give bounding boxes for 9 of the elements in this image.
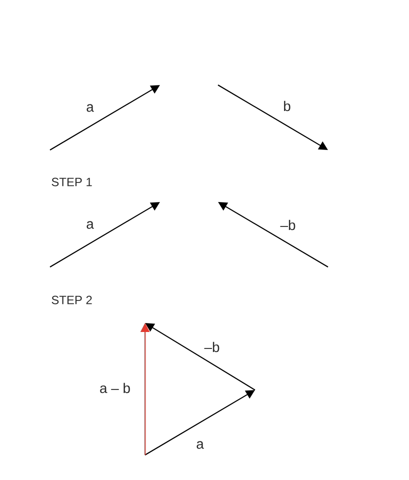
step-heading: STEP 2 [52,296,92,304]
vector-label: –b [280,220,296,230]
vector-label: a [196,441,204,449]
vector-label: –b [204,342,220,352]
step-heading: STEP 1 [52,178,92,186]
vector-label: a [86,104,94,112]
vector-label: a – b [100,382,130,394]
vector-label: a [86,221,94,229]
vector-label: b [284,100,290,112]
